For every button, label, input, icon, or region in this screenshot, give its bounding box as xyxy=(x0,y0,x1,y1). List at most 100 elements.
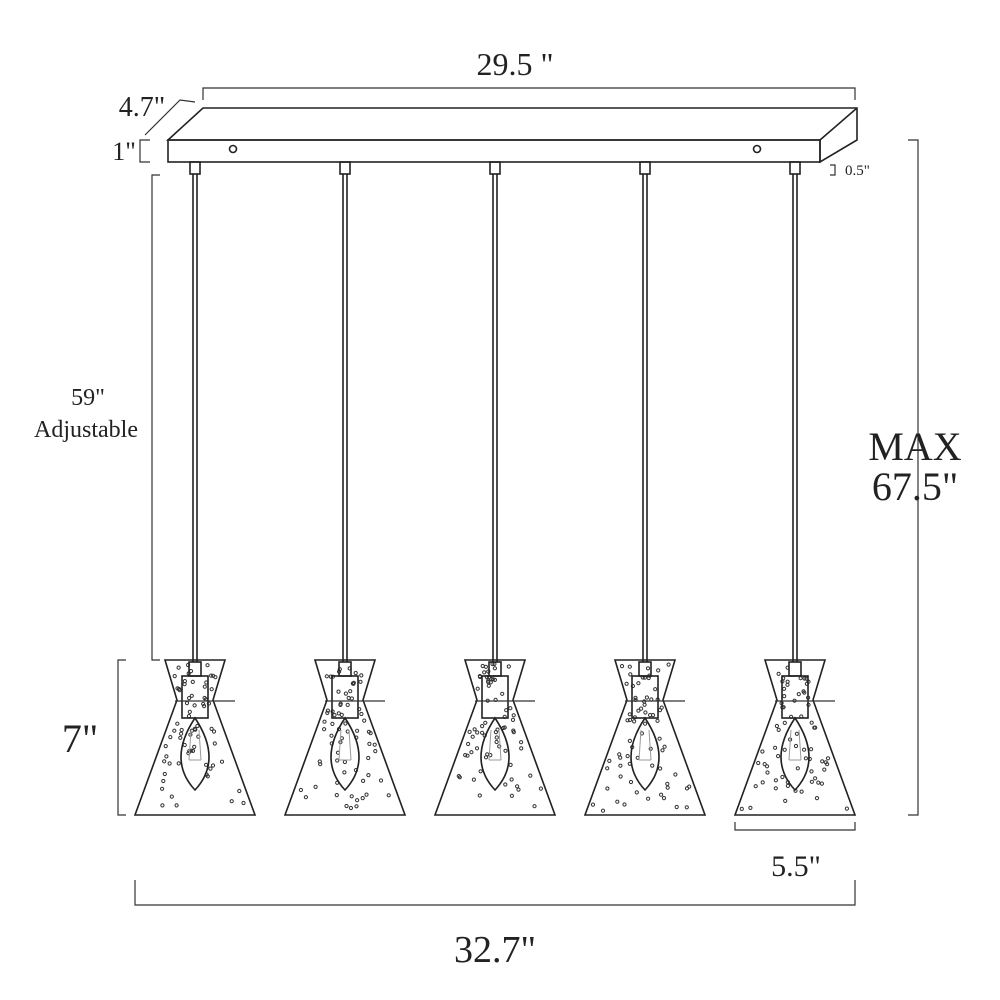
shade-perforation xyxy=(607,758,612,764)
max-label: MAX xyxy=(868,424,961,469)
shade-perforation xyxy=(511,730,516,735)
shade-perforation xyxy=(622,802,627,807)
shade-perforation xyxy=(330,721,335,727)
shade-perforation xyxy=(785,682,790,687)
shade-perforation xyxy=(192,744,197,750)
shade-perforation xyxy=(210,763,216,768)
shade-perforation xyxy=(497,744,502,749)
shade-perforation xyxy=(665,781,670,787)
shade-perforation xyxy=(488,753,493,758)
canopy-length-label: 29.5 " xyxy=(476,46,553,82)
shade-perforation xyxy=(364,792,369,797)
shade-perforation xyxy=(515,784,520,789)
shade-perforation xyxy=(625,718,630,723)
shade-perforation xyxy=(605,786,610,791)
shade-perforation xyxy=(762,762,767,767)
canopy-offset-label: 0.5" xyxy=(845,163,870,179)
shade-perforation xyxy=(486,683,491,688)
shade-perforation xyxy=(773,778,779,783)
shade-perforation xyxy=(508,762,513,768)
shade-perforation xyxy=(798,676,803,681)
shade-perforation xyxy=(760,780,765,785)
shade-perforation xyxy=(619,664,625,669)
shade-perforation xyxy=(342,759,347,765)
shade-perforation xyxy=(819,781,825,786)
shade-perforation xyxy=(661,796,667,801)
shade-perforation xyxy=(509,793,514,798)
shade-perforation xyxy=(618,774,623,779)
shade-perforation xyxy=(348,689,353,694)
shade-perforation xyxy=(366,755,371,761)
shade-perforation xyxy=(318,762,323,767)
shade-perforation xyxy=(516,787,521,792)
shade-perforation xyxy=(219,759,225,764)
shade-perforation xyxy=(506,664,511,669)
shade-perforation xyxy=(809,720,814,725)
shade-perforation xyxy=(639,706,644,711)
shade-perforation xyxy=(642,702,647,707)
pendant-light xyxy=(433,161,557,816)
shade-perforation xyxy=(590,802,596,807)
shade xyxy=(733,659,857,816)
shade-perforation xyxy=(229,799,234,804)
shade-perforation xyxy=(643,710,648,715)
shade-perforation xyxy=(774,723,780,729)
shade-perforation xyxy=(179,731,184,736)
shade-perforation xyxy=(803,756,809,761)
shade-perforation xyxy=(793,743,799,749)
shade-perforation xyxy=(477,793,482,798)
shade-perforation xyxy=(538,786,544,791)
candle-bulb-icon xyxy=(780,716,810,792)
shade-perforation xyxy=(205,663,210,668)
shade-perforation xyxy=(334,793,339,798)
shade-perforation xyxy=(511,713,516,718)
shade-perforation xyxy=(189,728,194,733)
shade-perforation xyxy=(802,747,807,752)
shade-perforation xyxy=(782,694,787,699)
shade-perforation xyxy=(636,708,641,713)
shade-perforation xyxy=(645,666,651,671)
dim-canopy-offset xyxy=(830,164,836,176)
shade-perforation xyxy=(480,724,485,729)
shade-perforation xyxy=(628,779,634,785)
dimension-lines xyxy=(117,87,919,906)
shade-perforation xyxy=(354,804,359,809)
shade-perforation xyxy=(359,711,364,717)
shade-perforation xyxy=(358,679,363,684)
shade-perforation xyxy=(182,682,187,687)
shade-perforation xyxy=(816,780,821,785)
cord-grip xyxy=(189,161,201,175)
shade-perforation xyxy=(483,720,488,725)
shade-perforation xyxy=(184,701,190,706)
shade-perforation xyxy=(202,684,207,689)
shade-perforation xyxy=(325,710,330,716)
shade-perforation xyxy=(241,800,246,806)
shade-perforation xyxy=(322,727,327,732)
shade-perforation xyxy=(662,744,667,749)
shade-perforation xyxy=(509,777,514,782)
shade-perforation xyxy=(627,738,633,744)
shade-perforation xyxy=(508,706,513,711)
shade-width-label: 5.5" xyxy=(771,850,821,883)
shade-perforation xyxy=(764,764,770,769)
shade-perforation xyxy=(627,712,632,717)
shade-perforation xyxy=(474,746,480,751)
shade-perforation xyxy=(486,678,491,683)
shade-perforation xyxy=(765,770,770,775)
shade-perforation xyxy=(656,668,661,673)
shade-perforation xyxy=(492,666,497,671)
shade-perforation xyxy=(813,776,818,781)
shade-perforation xyxy=(342,770,347,775)
shade-perforation xyxy=(739,806,744,812)
shade-perforation xyxy=(213,675,218,680)
shade-perforation xyxy=(372,742,377,747)
shade-perforation xyxy=(343,721,348,726)
shade-perforation xyxy=(201,701,206,707)
max-height-label: 67.5" xyxy=(872,464,958,509)
shade-height-label: 7" xyxy=(62,716,98,761)
shade-perforation xyxy=(646,796,651,801)
cord-grip xyxy=(789,161,801,175)
shade-perforation xyxy=(782,686,787,691)
shade-perforation xyxy=(480,663,485,669)
